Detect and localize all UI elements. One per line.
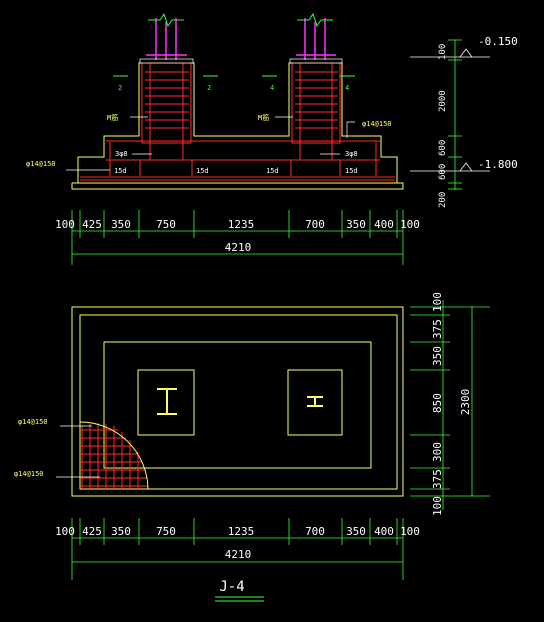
foundation-step-outline [77,62,398,183]
elevation-view [66,12,404,190]
rebar-quadrant-arc [79,421,149,490]
elevation-level-markers [410,39,490,190]
level-top: -0.150 [478,35,518,48]
stirrup-label-left: 3φ8 [115,150,128,158]
rebar-label-top: φ14@150 [362,120,392,128]
elevation-labels: 2 2 4 4 M筋 M筋 φ14@150 φ14@150 3φ8 3φ8 15… [26,84,392,175]
plan-vertical-dims-labels: 100 375 350 850 300 375 100 2300 [431,292,472,516]
plan-step-outline [79,314,398,490]
phdim-100-left: 100 [55,525,75,538]
phdim-1235: 1235 [228,525,255,538]
pedestal-left-plan [137,369,195,436]
phdim-425: 425 [82,525,102,538]
plan-vertical-dims-lines [410,300,490,510]
pedestal-right-plan [287,369,343,436]
foundation-outline [71,182,404,190]
pvdim-100-top: 100 [431,292,444,312]
plan-rebar-label-1: φ14@150 [18,418,48,426]
plan-leader-lines [56,425,100,478]
stirrup-label-right: 3φ8 [345,150,358,158]
title-text: J-4 [219,579,244,595]
elevation-vertical-dims: 100 2000 600 600 200 [438,44,448,208]
total-width-bottom: 4210 [225,548,252,561]
pvdim-375-bottom: 375 [431,469,444,489]
i-section-right [307,396,323,407]
phdim-350a: 350 [111,525,131,538]
hdim-425: 425 [82,218,102,231]
hdim-350a: 350 [111,218,131,231]
hdim-100-left: 100 [55,218,75,231]
vdim-600a: 600 [438,140,448,156]
steel-column-right [296,12,336,60]
total-width-top: 4210 [225,241,252,254]
left-pedestal-rebar [141,62,192,160]
rebar-label-left: φ14@150 [26,160,56,168]
elevation-dim-labels: 100 425 350 750 1235 700 350 400 100 421… [55,218,420,254]
drawing-title: J-4 [215,579,264,602]
anchor-label-3: 15d [266,167,279,175]
vdim-200: 200 [438,192,448,208]
leader-lines [66,116,355,171]
pvdim-850: 850 [431,393,444,413]
elevation-level-labels: -0.150 -1.800 [478,35,518,171]
anchor-label-4: 15d [345,167,358,175]
plan-outer-outline [71,306,404,497]
hdim-750: 750 [156,218,176,231]
steel-column-left [146,12,187,60]
plan-rebar-labels: φ14@150 φ14@150 [14,418,48,478]
pvdim-375-top: 375 [431,319,444,339]
level-bottom: -1.800 [478,158,518,171]
anchor-label-2: 15d [196,167,209,175]
hdim-400: 400 [374,218,394,231]
vdim-100: 100 [438,44,448,60]
vdim-600b: 600 [438,164,448,180]
plan-total-height: 2300 [459,389,472,416]
hdim-350b: 350 [346,218,366,231]
phdim-100-right: 100 [400,525,420,538]
section-mark-3: 4 [270,84,274,92]
bolt-label-left: M筋 [107,113,118,122]
hdim-1235: 1235 [228,218,255,231]
rebar-grid-quadrant [80,423,148,489]
phdim-350b: 350 [346,525,366,538]
bolt-label-right: M筋 [258,113,269,122]
pvdim-100-bottom: 100 [431,496,444,516]
pvdim-300: 300 [431,442,444,462]
phdim-400: 400 [374,525,394,538]
section-mark-1: 2 [118,84,122,92]
pvdim-350: 350 [431,346,444,366]
anchor-label-1: 15d [114,167,127,175]
plan-dim-labels: 100 425 350 750 1235 700 350 400 100 421… [55,525,420,561]
base-plate-right [289,58,343,64]
plan-view [56,306,404,497]
plan-dimension-chain [71,518,404,580]
plan-rebar-label-2: φ14@150 [14,470,44,478]
vdim-2000: 2000 [438,90,448,112]
elevation-dimension-chain [71,210,404,265]
i-section-left [157,388,177,415]
plan-inner-outline [103,341,372,469]
phdim-700: 700 [305,525,325,538]
hdim-700: 700 [305,218,325,231]
section-mark-4: 4 [345,84,349,92]
phdim-750: 750 [156,525,176,538]
section-mark-2: 2 [207,84,211,92]
hdim-100-right: 100 [400,218,420,231]
base-plate-left [139,58,194,64]
